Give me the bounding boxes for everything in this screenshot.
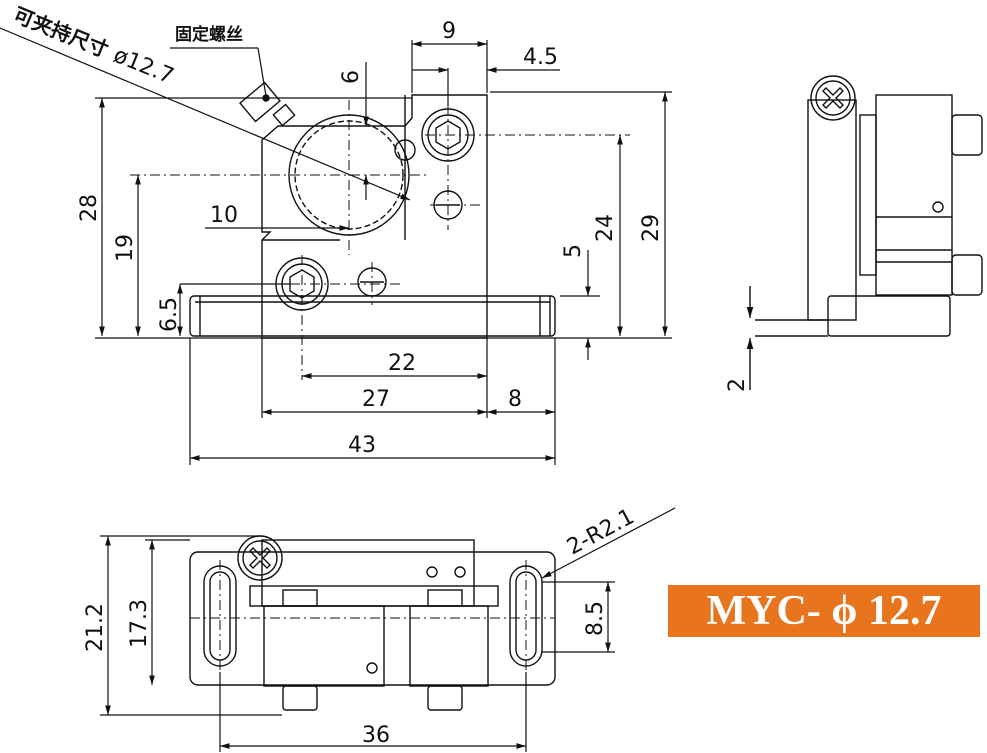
annotations: 可夹持尺寸 ø12.7 固定螺丝 9 4.5 6 28 19 10 6.5 24… (10, 2, 750, 748)
dim-43: 43 (348, 433, 376, 458)
dim-2: 2 (725, 378, 750, 392)
top-knob (237, 535, 283, 581)
side-view (746, 75, 983, 390)
slot-radius-label: 2-R2.1 (563, 504, 639, 560)
dim-4-5: 4.5 (523, 45, 558, 70)
set-screw-knob (239, 81, 281, 123)
dim-6-5: 6.5 (157, 297, 182, 332)
dim-24: 24 (593, 214, 618, 242)
dim-21-2: 21.2 (83, 603, 108, 652)
side-block (875, 94, 953, 296)
set-screw-label: 固定螺丝 (175, 24, 243, 45)
side-plate (807, 99, 857, 321)
top-dimension-lines (100, 507, 676, 752)
top-body (261, 539, 475, 607)
dim-8: 8 (508, 387, 522, 412)
dim-19: 19 (113, 234, 138, 262)
front-dimension-lines (0, 27, 672, 465)
dim-36: 36 (362, 723, 390, 748)
side-base (827, 295, 951, 337)
dim-27: 27 (362, 387, 390, 412)
dim-17-3: 17.3 (127, 599, 152, 648)
dim-22: 22 (388, 351, 416, 376)
dim-6: 6 (339, 70, 364, 84)
front-view (130, 81, 630, 380)
dim-8-5: 8.5 (583, 601, 608, 636)
dim-29: 29 (639, 214, 664, 242)
model-name-badge: MYC- ϕ 12.7 (668, 585, 980, 637)
dim-5: 5 (561, 244, 586, 258)
top-view (189, 535, 556, 711)
dim-9: 9 (442, 19, 456, 44)
clamp-diameter-label: ø12.7 (110, 43, 177, 90)
dim-28: 28 (77, 194, 102, 222)
side-knob (810, 75, 856, 121)
dim-10: 10 (210, 203, 238, 228)
